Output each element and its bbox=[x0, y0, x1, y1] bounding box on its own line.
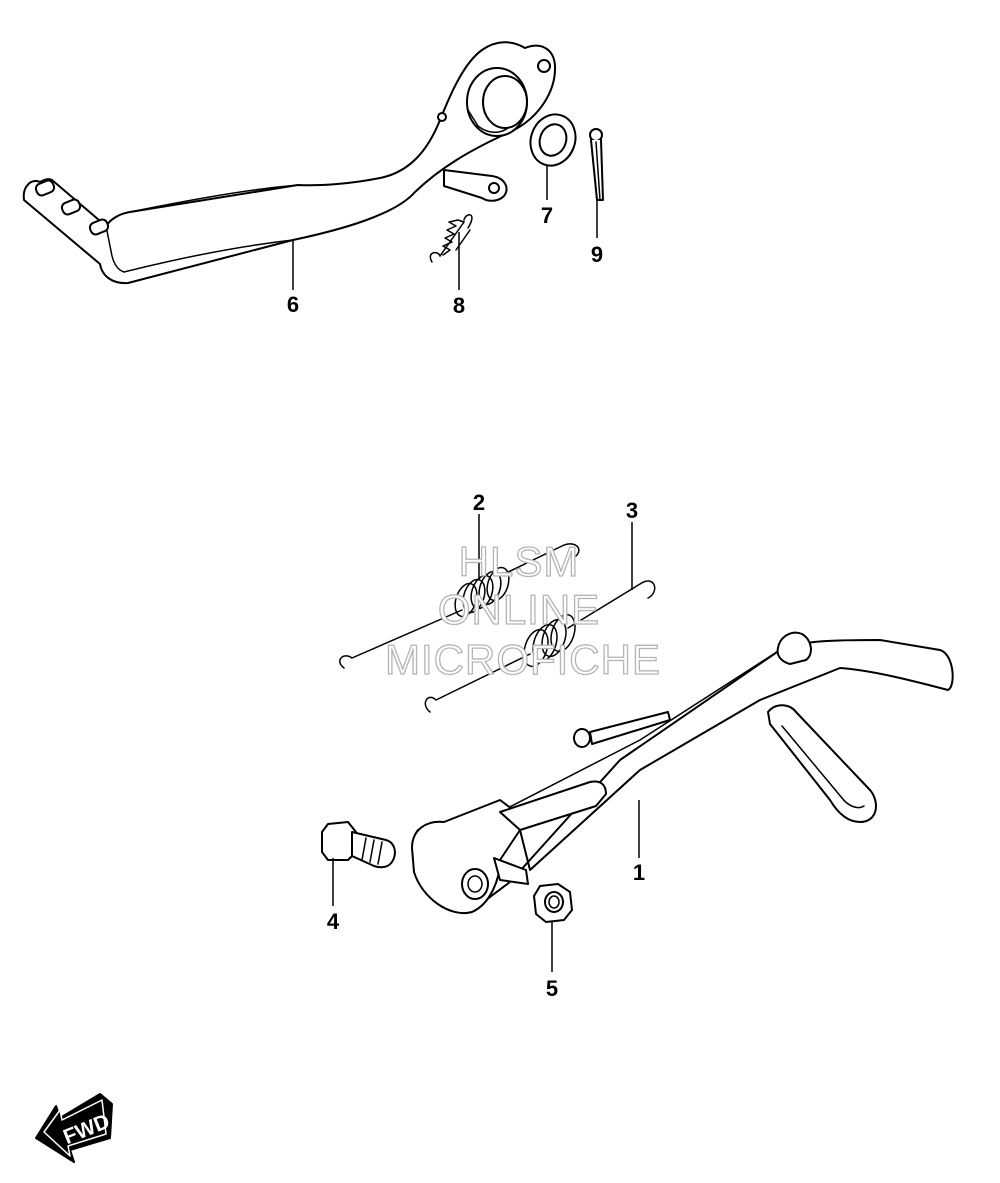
callout-6: 6 bbox=[287, 292, 299, 317]
watermark-line-3: MICROFICHE bbox=[385, 636, 661, 683]
side-stand bbox=[411, 631, 954, 915]
brake-pedal bbox=[22, 41, 557, 285]
callout-7: 7 bbox=[541, 203, 553, 228]
watermark: HLSM ONLINE MICROFICHE bbox=[384, 537, 661, 683]
callout-3: 3 bbox=[626, 498, 638, 523]
callout-4: 4 bbox=[327, 909, 340, 934]
lock-nut bbox=[533, 883, 573, 923]
callout-2: 2 bbox=[473, 490, 485, 515]
stand-spring-long bbox=[424, 580, 656, 713]
callout-5: 5 bbox=[546, 976, 558, 1001]
cotter-pin bbox=[589, 128, 604, 201]
callouts: 6 7 9 8 2 3 1 4 5 bbox=[287, 203, 645, 1001]
leader-lines bbox=[292, 166, 640, 972]
washer bbox=[529, 113, 577, 167]
return-spring bbox=[429, 214, 473, 263]
fwd-arrow-icon: FWD bbox=[35, 1093, 113, 1163]
watermark-line-2: ONLINE bbox=[438, 586, 600, 633]
watermark-line-1: HLSM bbox=[459, 538, 580, 585]
callout-8: 8 bbox=[453, 293, 465, 318]
callout-1: 1 bbox=[633, 860, 645, 885]
pivot-bolt bbox=[321, 821, 396, 869]
stand-spring bbox=[339, 543, 580, 669]
callout-9: 9 bbox=[591, 242, 603, 267]
